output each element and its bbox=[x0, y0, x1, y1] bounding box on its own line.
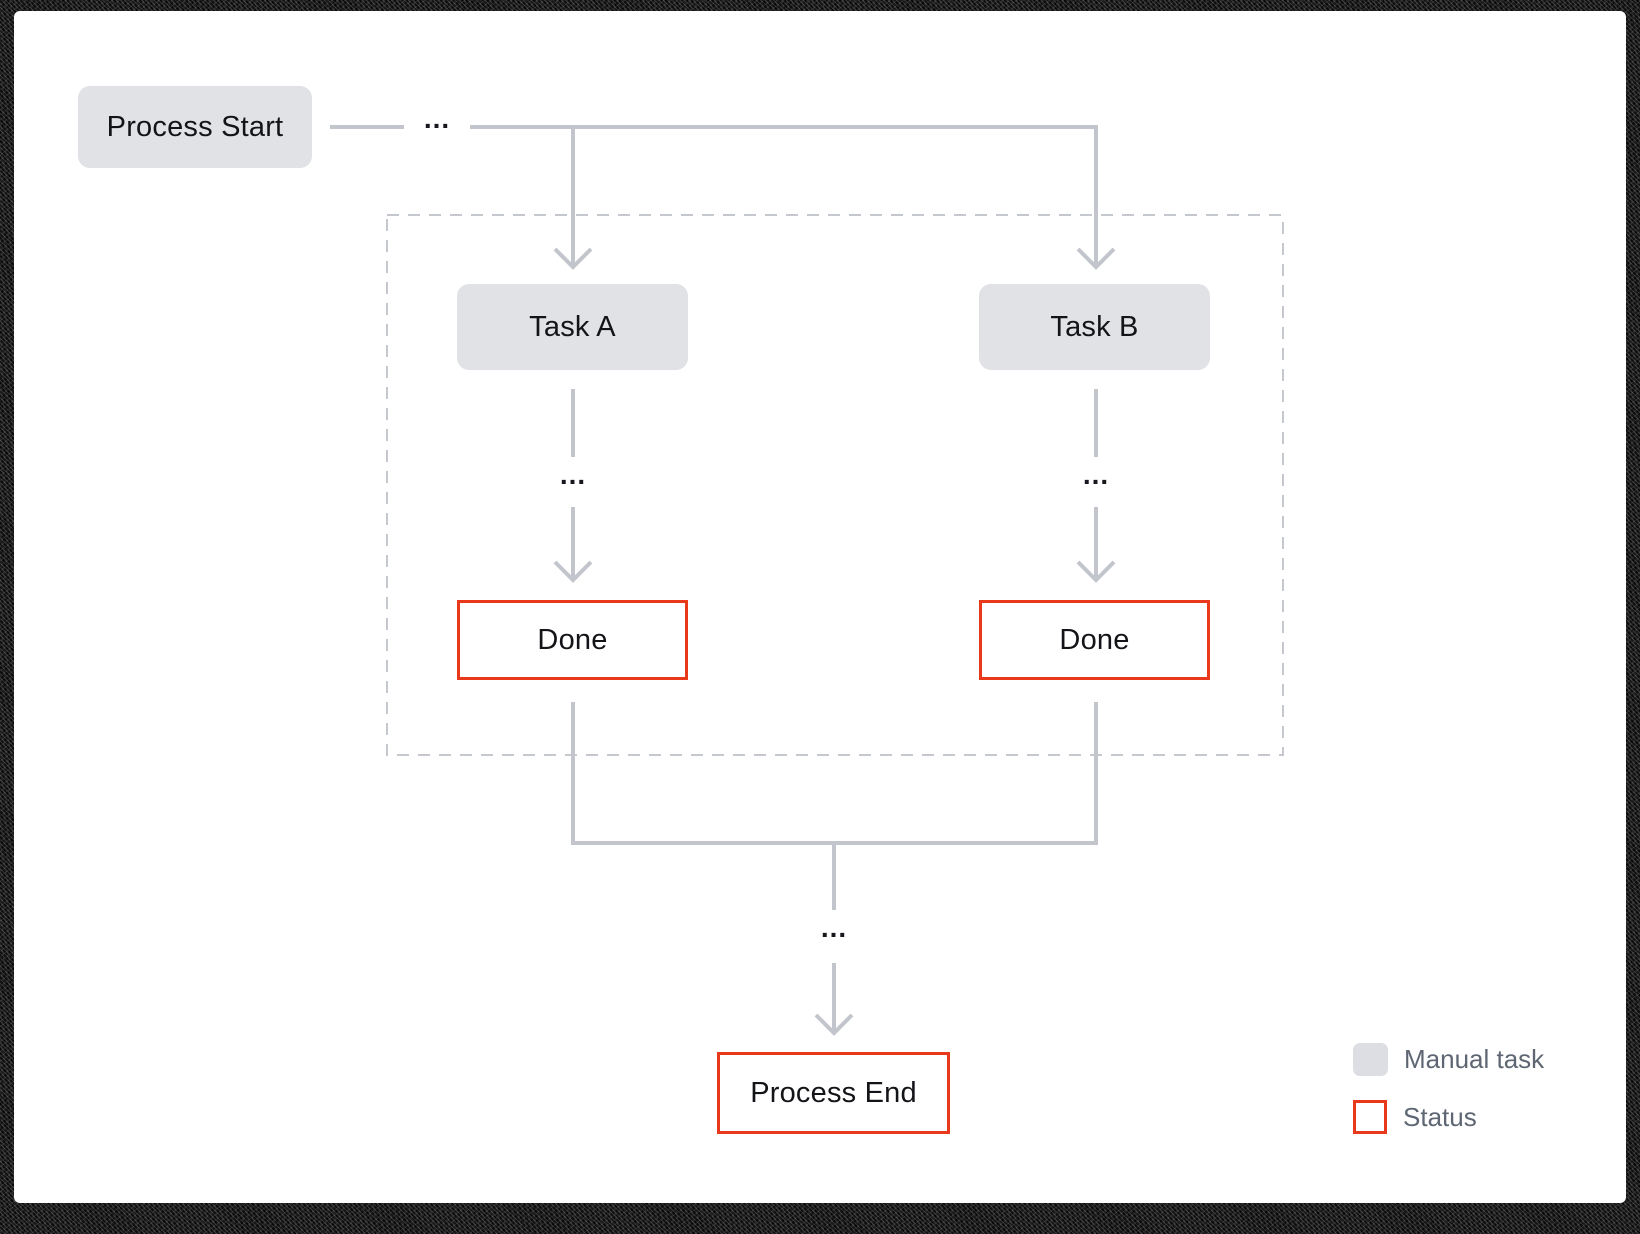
legend-row-manual-task: Manual task bbox=[1353, 1043, 1544, 1076]
node-process-start-label: Process Start bbox=[106, 110, 284, 143]
node-process-end: Process End bbox=[717, 1052, 950, 1134]
legend-row-status: Status bbox=[1353, 1100, 1544, 1134]
status-swatch-icon bbox=[1353, 1100, 1387, 1134]
node-task-a: Task A bbox=[457, 284, 688, 370]
connector-ellipsis-task-b: ... bbox=[1082, 459, 1110, 490]
diagram-canvas bbox=[14, 11, 1626, 1203]
manual-task-swatch-icon bbox=[1353, 1043, 1388, 1076]
node-done-b: Done bbox=[979, 600, 1210, 680]
node-done-a: Done bbox=[457, 600, 688, 680]
connector-ellipsis-end: ... bbox=[820, 912, 848, 943]
node-done-b-label: Done bbox=[1059, 623, 1130, 656]
connector-ellipsis-top: ... bbox=[423, 103, 451, 134]
legend: Manual task Status bbox=[1353, 1043, 1544, 1134]
node-task-a-label: Task A bbox=[529, 310, 616, 343]
node-task-b-label: Task B bbox=[1050, 310, 1139, 343]
node-task-b: Task B bbox=[979, 284, 1210, 370]
node-done-a-label: Done bbox=[537, 623, 608, 656]
legend-status-label: Status bbox=[1403, 1101, 1477, 1132]
node-process-end-label: Process End bbox=[750, 1076, 917, 1109]
legend-manual-task-label: Manual task bbox=[1404, 1044, 1545, 1074]
connector-ellipsis-task-a: ... bbox=[559, 459, 587, 490]
node-process-start: Process Start bbox=[78, 86, 312, 168]
